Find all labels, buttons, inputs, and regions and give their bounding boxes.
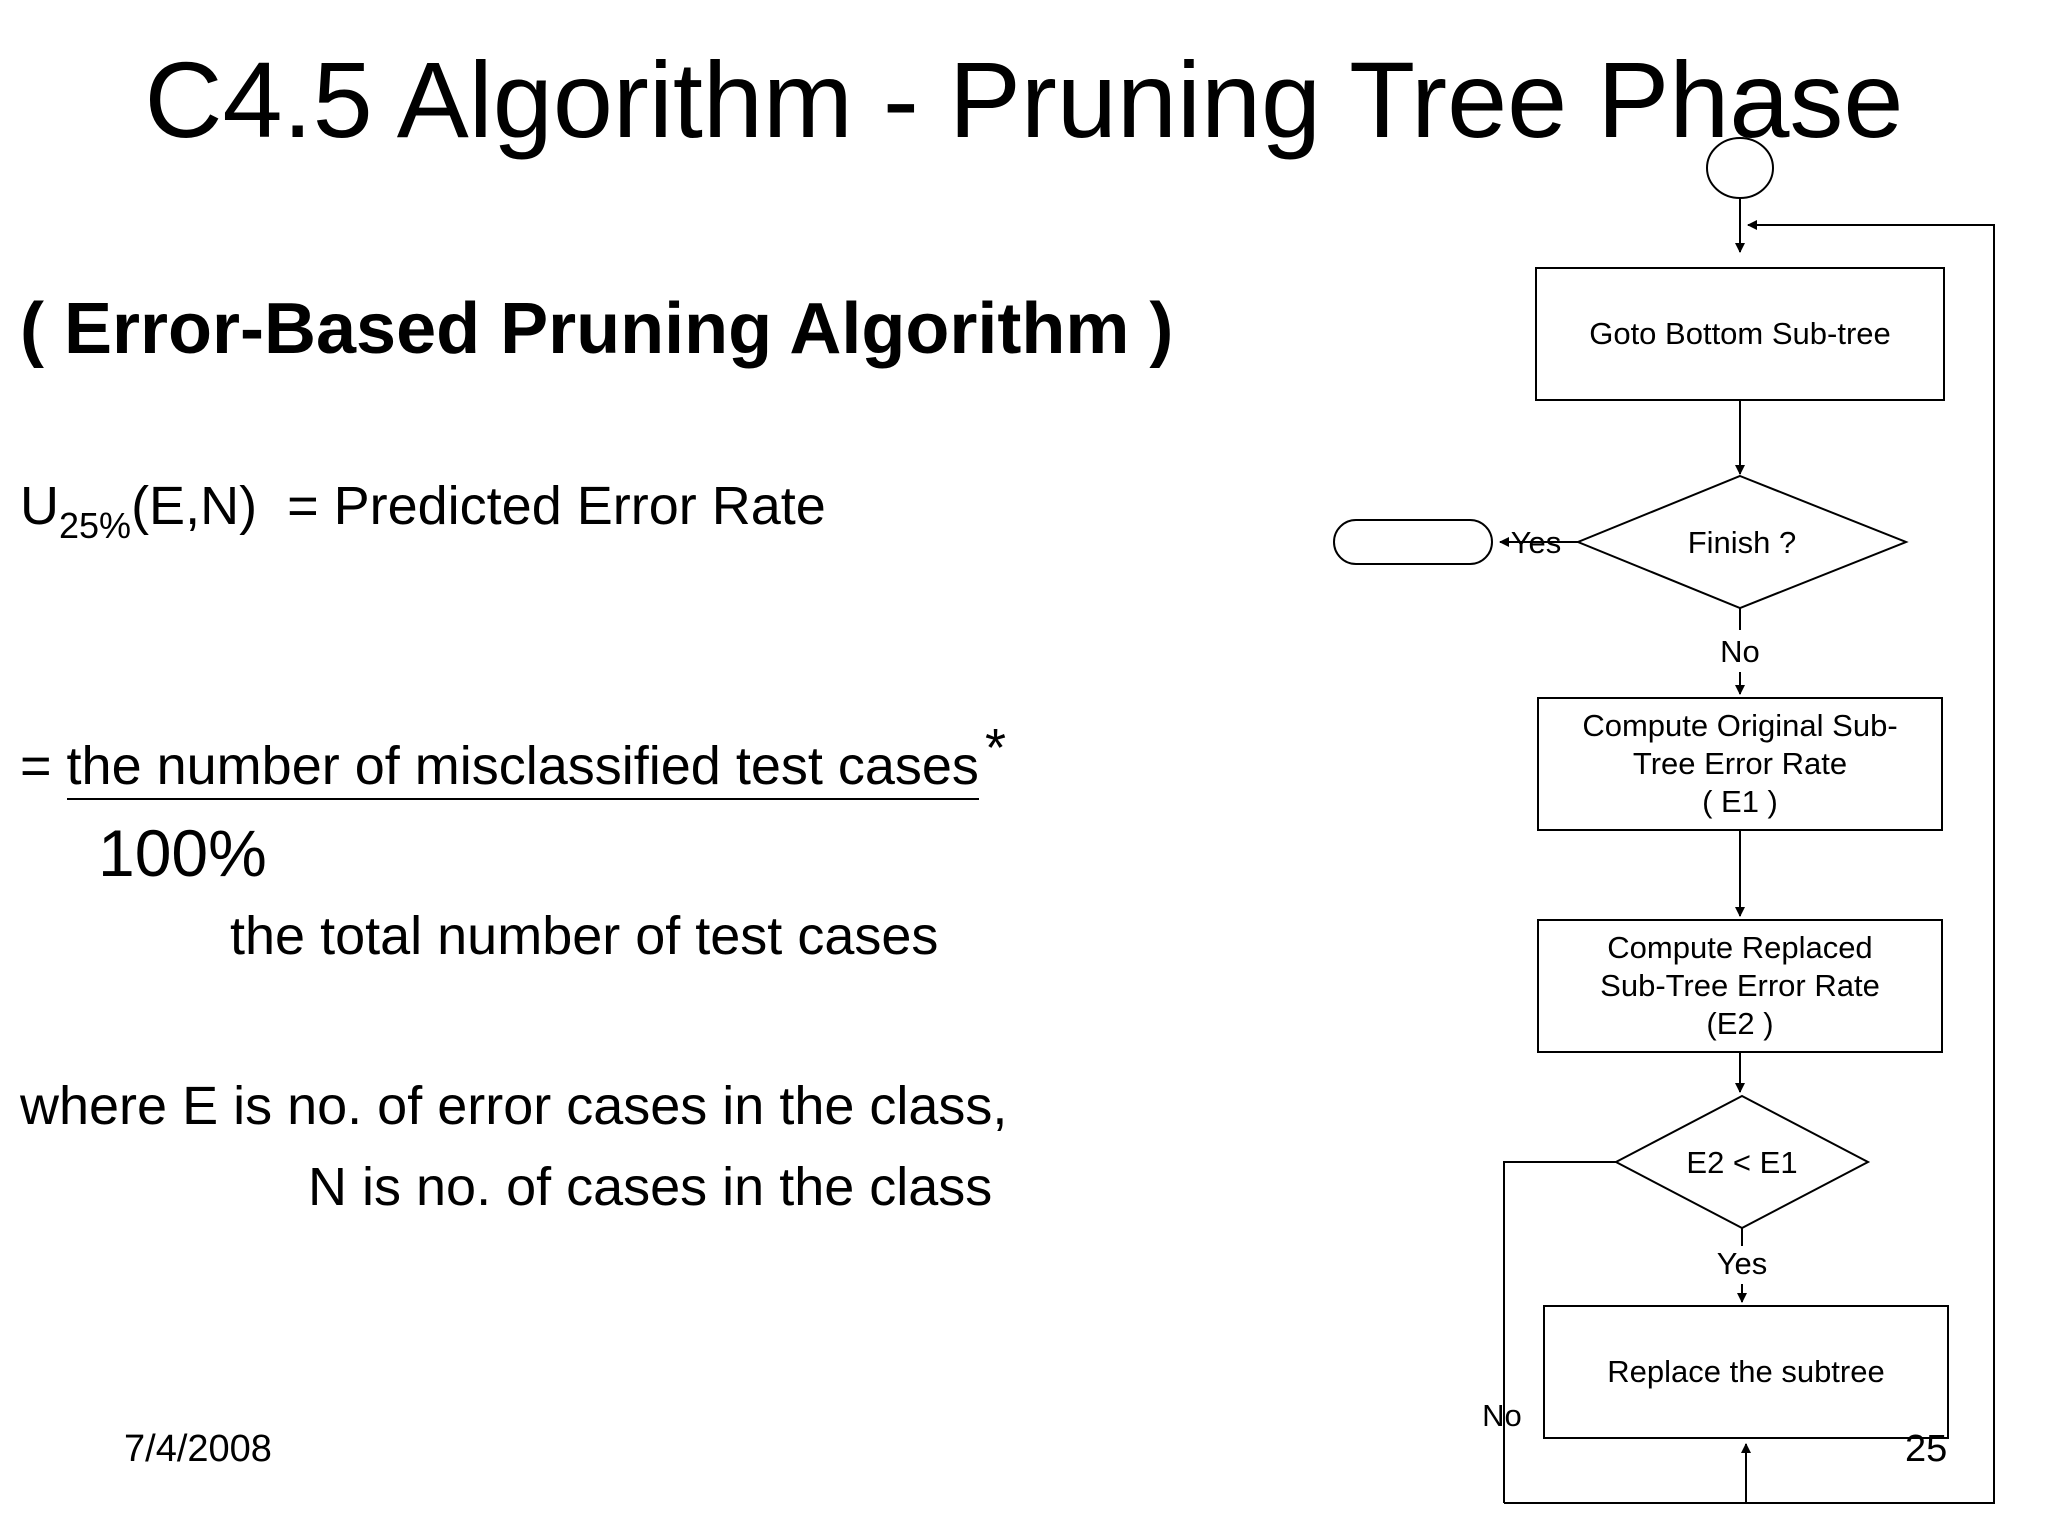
slide-subtitle: ( Error-Based Pruning Algorithm ) xyxy=(20,289,1174,369)
decision-compare-label: E2 < E1 xyxy=(1686,1145,1797,1180)
equation-multiplier: * xyxy=(984,718,1006,778)
formula-definition: = Predicted Error Rate xyxy=(287,476,826,536)
box-compute-original-line-3: ( E1 ) xyxy=(1702,784,1778,819)
equation-prefix: = xyxy=(20,736,67,796)
connector-compare-no xyxy=(1503,1161,1616,1503)
formula-symbol: U xyxy=(20,476,59,536)
compare-no-label: No xyxy=(1482,1398,1522,1433)
box-compute-replaced-line-2: Sub-Tree Error Rate xyxy=(1600,968,1880,1003)
equation-numerator: the number of misclassified test cases xyxy=(66,736,979,800)
box-compute-replaced-line-1: Compute Replaced xyxy=(1607,930,1872,965)
formula-line: U25%(E,N) = Predicted Error Rate xyxy=(20,475,826,547)
slide-title: C4.5 Algorithm - Pruning Tree Phase xyxy=(144,39,1904,160)
finish-yes-label: Yes xyxy=(1511,525,1562,560)
box-replace xyxy=(1543,1305,1949,1439)
decision-finish-label: Finish ? xyxy=(1688,525,1797,560)
where-line-e: where E is no. of error cases in the cla… xyxy=(20,1076,1008,1136)
end-terminal xyxy=(1333,519,1493,565)
equation-percent: 100% xyxy=(98,816,267,890)
finish-no-label: No xyxy=(1720,634,1760,669)
formula-args: (E,N) xyxy=(131,476,258,536)
compare-yes-label: Yes xyxy=(1717,1246,1768,1281)
footer-date: 7/4/2008 xyxy=(124,1428,272,1470)
footer-page-number: 25 xyxy=(1905,1428,1948,1470)
box-goto-bottom-label: Goto Bottom Sub-tree xyxy=(1589,316,1891,351)
box-replace-label: Replace the subtree xyxy=(1607,1354,1884,1389)
loop-back-line xyxy=(1504,220,1995,1504)
box-compute-original-line-1: Compute Original Sub- xyxy=(1582,708,1897,743)
box-compute-replaced-line-3: (E2 ) xyxy=(1706,1006,1773,1041)
equation-numerator-line: = the number of misclassified test cases… xyxy=(20,718,1006,800)
where-line-n: N is no. of cases in the class xyxy=(308,1157,993,1217)
start-terminal xyxy=(1706,137,1774,199)
formula-subscript: 25% xyxy=(59,505,132,546)
equation-denominator: the total number of test cases xyxy=(230,906,939,966)
box-compute-original-line-2: Tree Error Rate xyxy=(1633,746,1847,781)
